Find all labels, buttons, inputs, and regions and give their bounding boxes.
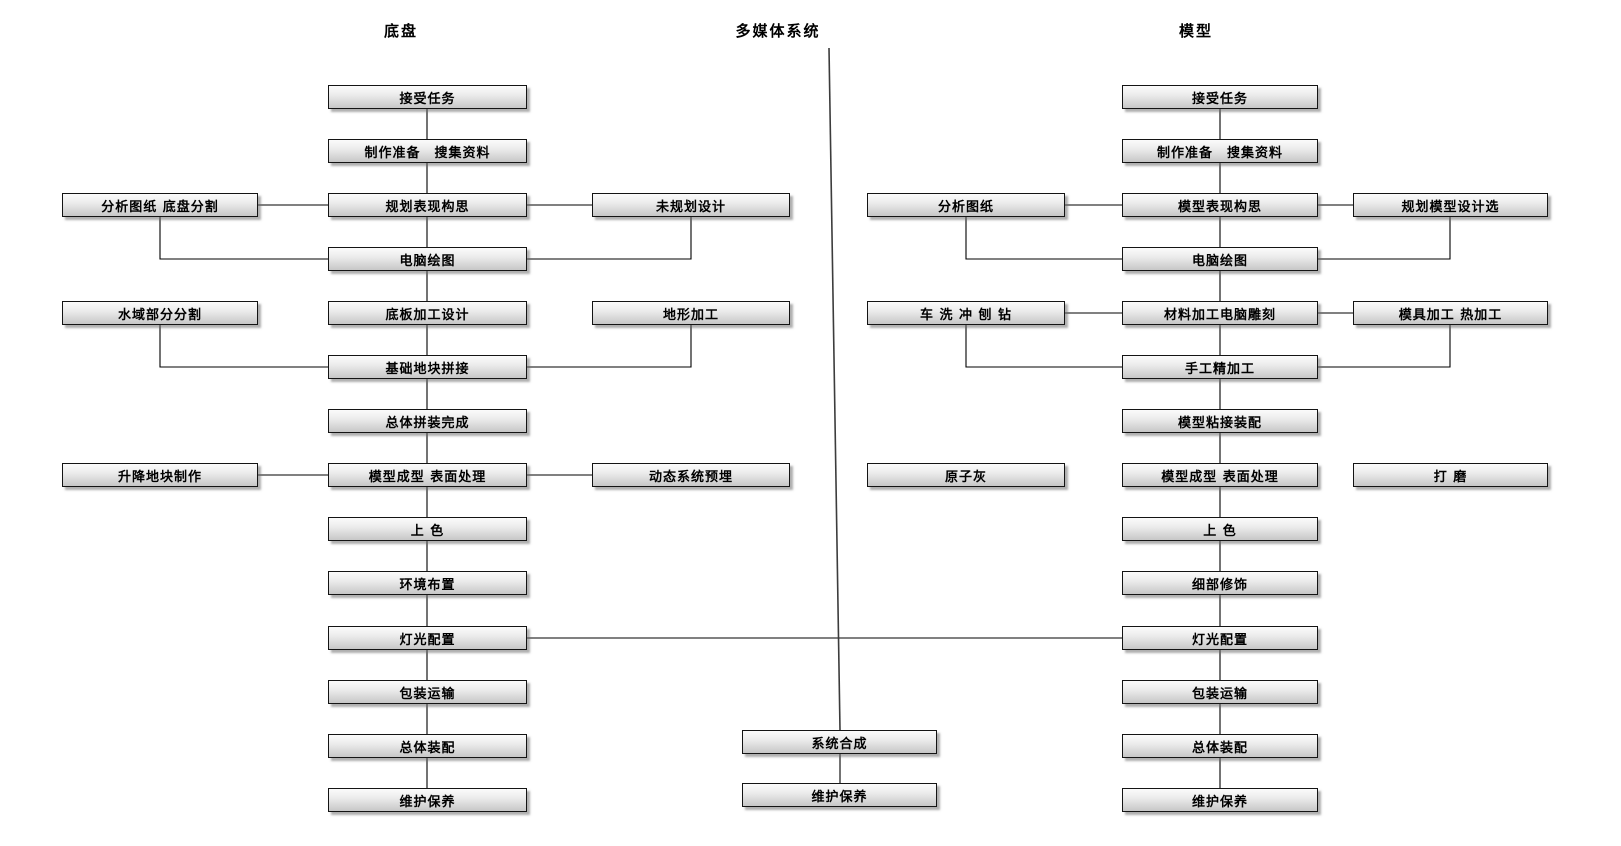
flow-node-multimedia-maintenance: 维护保养	[742, 783, 937, 807]
flow-node-model-computer-drawing: 电脑绘图	[1122, 247, 1318, 271]
flow-node-multimedia-system-synthesis: 系统合成	[742, 730, 937, 754]
connector-line	[965, 217, 1122, 260]
flow-node-chassis-computer-drawing: 电脑绘图	[328, 247, 527, 271]
flow-node-model-accept-task: 接受任务	[1122, 85, 1318, 109]
flow-node-model-glue-assembly: 模型粘接装配	[1122, 409, 1318, 433]
flow-node-model-putty: 原子灰	[867, 463, 1065, 487]
flow-node-chassis-coloring: 上 色	[328, 517, 527, 541]
flow-node-model-hand-finishing: 手工精加工	[1122, 355, 1318, 379]
connector-line	[159, 325, 328, 368]
flow-node-chassis-forming-surface: 模型成型 表面处理	[328, 463, 527, 487]
flow-node-model-detail-finish: 细部修饰	[1122, 571, 1318, 595]
flow-node-chassis-accept-task: 接受任务	[328, 85, 527, 109]
flow-node-chassis-terrain-work: 地形加工	[592, 301, 790, 325]
flow-node-model-coloring: 上 色	[1122, 517, 1318, 541]
flow-node-chassis-lift-block: 升降地块制作	[62, 463, 258, 487]
section-divider-line	[828, 47, 841, 731]
connector-line	[965, 325, 1122, 368]
flow-node-model-polishing: 打 磨	[1353, 463, 1548, 487]
flow-node-chassis-assembly-done: 总体拼装完成	[328, 409, 527, 433]
flow-node-model-plan-design: 规划模型设计选	[1353, 193, 1548, 217]
flow-node-model-final-assembly: 总体装配	[1122, 734, 1318, 758]
flow-node-model-prepare-collect: 制作准备 搜集资料	[1122, 139, 1318, 163]
connector-line	[1318, 217, 1451, 260]
connector-line	[527, 325, 692, 368]
flow-node-chassis-water-split: 水域部分分割	[62, 301, 258, 325]
flow-node-chassis-environment: 环境布置	[328, 571, 527, 595]
flow-node-model-mold-hot-work: 模具加工 热加工	[1353, 301, 1548, 325]
flow-node-chassis-final-assembly: 总体装配	[328, 734, 527, 758]
flow-node-model-analyze-drawing: 分析图纸	[867, 193, 1065, 217]
flow-node-model-lighting: 灯光配置	[1122, 626, 1318, 650]
flow-node-model-forming-surface: 模型成型 表面处理	[1122, 463, 1318, 487]
flow-node-chassis-base-block-join: 基础地块拼接	[328, 355, 527, 379]
column-header-multimedia: 多媒体系统	[735, 22, 821, 40]
flow-node-model-packing: 包装运输	[1122, 680, 1318, 704]
column-header-model: 模型	[1178, 22, 1214, 40]
flow-node-model-concept: 模型表现构思	[1122, 193, 1318, 217]
flow-node-model-material-engraving: 材料加工电脑雕刻	[1122, 301, 1318, 325]
connector-line	[159, 217, 328, 260]
flow-node-chassis-baseboard-design: 底板加工设计	[328, 301, 527, 325]
column-header-chassis: 底盘	[383, 22, 419, 40]
flow-node-chassis-analyze-split: 分析图纸 底盘分割	[62, 193, 258, 217]
flow-node-chassis-maintenance: 维护保养	[328, 788, 527, 812]
connector-line	[527, 217, 692, 260]
flow-node-chassis-plan-concept: 规划表现构思	[328, 193, 527, 217]
flow-node-model-maintenance: 维护保养	[1122, 788, 1318, 812]
flow-node-chassis-packing: 包装运输	[328, 680, 527, 704]
connector-line	[1318, 325, 1451, 368]
flow-node-chassis-dynamic-embed: 动态系统预埋	[592, 463, 790, 487]
flow-node-chassis-unplanned-design: 未规划设计	[592, 193, 790, 217]
flow-node-model-machining: 车 洗 冲 刨 钻	[867, 301, 1065, 325]
flow-node-chassis-prepare-collect: 制作准备 搜集资料	[328, 139, 527, 163]
flow-node-chassis-lighting: 灯光配置	[328, 626, 527, 650]
